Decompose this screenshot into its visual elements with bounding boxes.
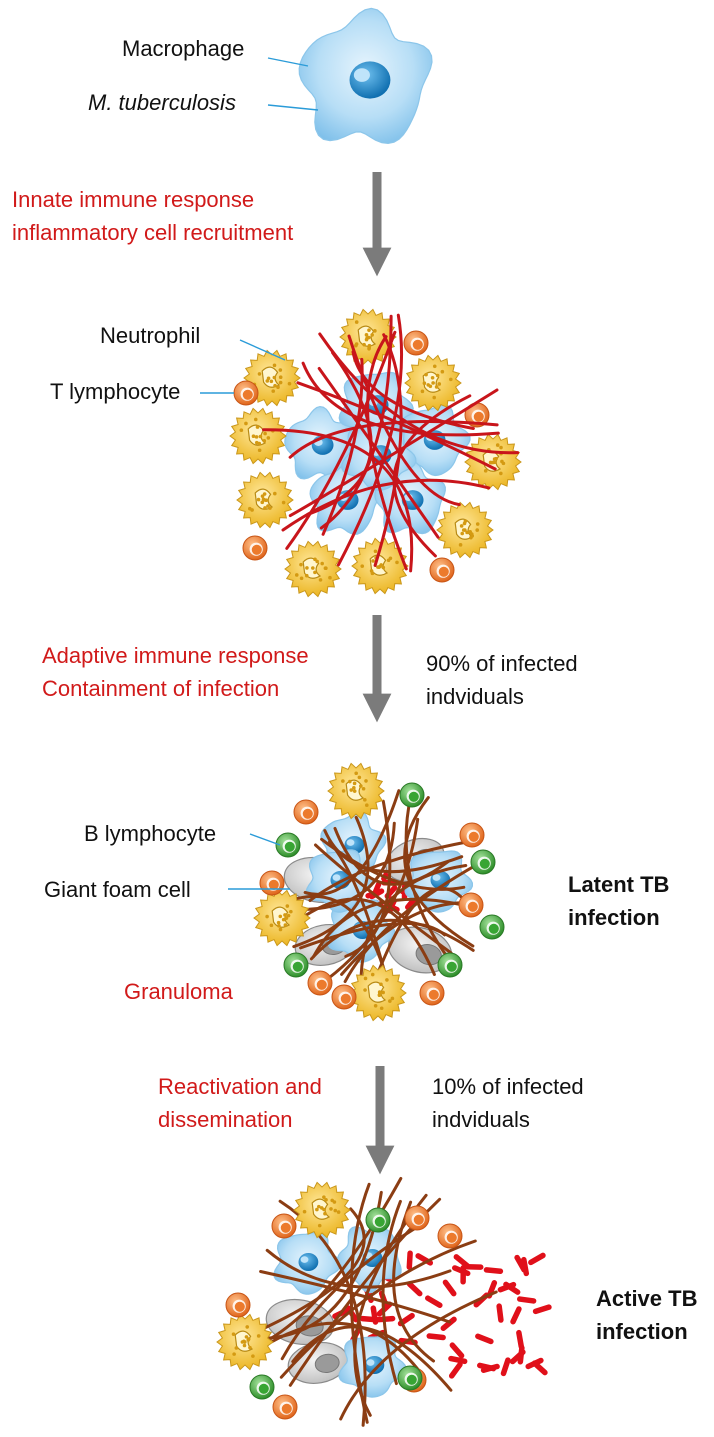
bacterium: [499, 1306, 501, 1320]
granuloma-b-lymphocyte: [471, 850, 495, 874]
adaptive-response-label: Adaptive immune response: [42, 639, 309, 672]
active-tb-label: Active TB: [596, 1282, 697, 1315]
bacterium: [513, 1309, 519, 1322]
bacterium: [445, 1282, 453, 1293]
granuloma-b-lymphocyte: [438, 953, 462, 977]
bacterium: [410, 1284, 420, 1294]
neutrophil-cell: [237, 472, 293, 527]
bacterium: [452, 1365, 460, 1376]
granuloma-b-lymphocyte: [400, 783, 424, 807]
bacterium: [429, 1336, 443, 1338]
ten-percent-individuals-label: indviduals: [432, 1103, 530, 1136]
bacterium: [519, 1333, 521, 1347]
bacterium: [520, 1299, 534, 1301]
active-b-lymphocyte: [250, 1375, 274, 1399]
granuloma-t-lymphocyte: [294, 800, 318, 824]
macrophage-cell: [299, 8, 432, 143]
recruitment-label: inflammatory cell recruitment: [12, 216, 293, 249]
granuloma-t-lymphocyte: [332, 985, 356, 1009]
mtb-leader: [268, 105, 318, 110]
t-lymphocyte-cell: [404, 331, 428, 355]
active-b-lymphocyte: [398, 1366, 422, 1390]
ninety-percent-individuals-label: indviduals: [426, 680, 524, 713]
active-t-lymphocyte: [226, 1293, 250, 1317]
t-lymphocyte-cell: [430, 558, 454, 582]
ten-percent-label: 10% of infected: [432, 1070, 584, 1103]
active-neutrophil: [294, 1182, 350, 1237]
granuloma-neutrophil: [328, 763, 384, 818]
bacterium: [452, 1345, 461, 1356]
bacterium: [536, 1307, 549, 1311]
bacterium: [484, 1367, 498, 1371]
neutrophil-cell: [285, 541, 341, 596]
neutrophil-cell: [465, 434, 521, 489]
neutrophil-cell: [405, 355, 461, 410]
granuloma-label: Granuloma: [124, 975, 233, 1008]
bacterium: [486, 1270, 500, 1271]
t-lymphocyte-label: T lymphocyte: [50, 375, 180, 408]
ninety-percent-label: 90% of infected: [426, 647, 578, 680]
giant-foam-cell-label: Giant foam cell: [44, 873, 191, 906]
mtb-label: M. tuberculosis: [88, 86, 236, 119]
b-lymphocyte-label: B lymphocyte: [84, 817, 216, 850]
bacterium: [504, 1360, 508, 1373]
innate-response-label: Innate immune response: [12, 183, 254, 216]
bacterium: [520, 1348, 522, 1362]
active-t-lymphocyte: [273, 1395, 297, 1419]
neutrophil-cell: [437, 502, 493, 557]
reactivation-label: Reactivation and: [158, 1070, 322, 1103]
latent-infection-label: infection: [568, 901, 660, 934]
granuloma-t-lymphocyte: [460, 823, 484, 847]
granuloma-neutrophil: [350, 965, 406, 1020]
bacterium: [478, 1336, 491, 1341]
t-lymphocyte-cell: [243, 536, 267, 560]
granuloma-t-lymphocyte: [459, 893, 483, 917]
active-neutrophil: [217, 1314, 273, 1369]
active-b-lymphocyte: [366, 1208, 390, 1232]
neutrophil-label: Neutrophil: [100, 319, 200, 352]
active-t-lymphocyte: [272, 1214, 296, 1238]
t-lymphocyte-cell: [234, 381, 258, 405]
containment-label: Containment of infection: [42, 672, 279, 705]
bacterium: [428, 1298, 440, 1305]
neutrophil-cell: [230, 408, 286, 463]
granuloma-b-lymphocyte: [284, 953, 308, 977]
bacterium: [363, 1319, 377, 1320]
latent-tb-label: Latent TB: [568, 868, 669, 901]
macrophage-label: Macrophage: [122, 32, 244, 65]
bacterium: [531, 1255, 543, 1262]
bacterium: [451, 1359, 465, 1362]
active-t-lymphocyte: [438, 1224, 462, 1248]
granuloma-t-lymphocyte: [308, 971, 332, 995]
bacterium: [379, 1319, 393, 1320]
dissemination-label: dissemination: [158, 1103, 293, 1136]
active-t-lymphocyte: [405, 1206, 429, 1230]
granuloma-t-lymphocyte: [260, 871, 284, 895]
granuloma-t-lymphocyte: [420, 981, 444, 1005]
bacterium: [409, 1253, 410, 1267]
granuloma-b-lymphocyte: [480, 915, 504, 939]
active-infection-label: infection: [596, 1315, 688, 1348]
b-lymphocyte-leader: [250, 834, 280, 845]
